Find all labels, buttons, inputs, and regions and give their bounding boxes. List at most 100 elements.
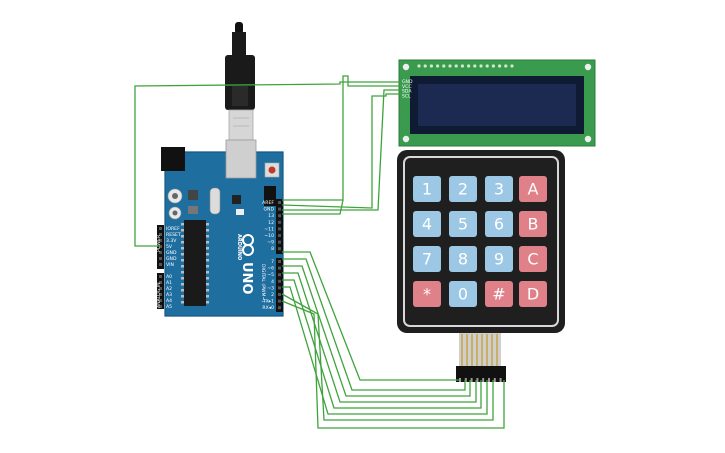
keypad-key-label: 4 <box>422 215 432 234</box>
wire-keypad-5 <box>282 279 482 409</box>
keypad-key-label: * <box>423 285 431 304</box>
keypad-key-label: 6 <box>494 215 504 234</box>
keypad-key-5[interactable]: 5 <box>449 211 477 237</box>
wire-keypad-1 <box>282 251 459 381</box>
wire-lcd-gnd <box>134 81 401 247</box>
keypad-key-3[interactable]: 3 <box>485 176 513 202</box>
pin-label: 5V <box>166 244 173 250</box>
pin-label: 7 <box>271 259 274 265</box>
pin-label: A2 <box>166 286 172 292</box>
wire-lcd-scl <box>281 93 401 209</box>
mount-hole <box>584 135 592 143</box>
wire-keypad-6 <box>282 286 488 415</box>
pin-label: A5 <box>166 304 172 310</box>
atmega-chip <box>184 220 206 306</box>
pin-label: ~9 <box>267 240 274 246</box>
keypad-key-9[interactable]: 9 <box>485 246 513 272</box>
keypad-key-2[interactable]: 2 <box>449 176 477 202</box>
pin-label: AREF <box>262 200 274 206</box>
keypad-key-#[interactable]: # <box>485 281 513 307</box>
wire-keypad-8 <box>281 300 505 429</box>
pin-label: A3 <box>166 292 172 298</box>
keypad-key-label: D <box>527 285 539 304</box>
arduino-logo-text: ARDUINO <box>236 234 242 260</box>
keypad-key-6[interactable]: 6 <box>485 211 513 237</box>
keypad-key-C[interactable]: C <box>519 246 547 272</box>
usb-jack <box>225 139 257 179</box>
mount-hole <box>402 135 410 143</box>
lcd-pin-label: GND <box>402 79 413 85</box>
keypad-connector <box>456 366 506 382</box>
wire-lcd-vcc <box>282 75 401 201</box>
keypad-key-label: 9 <box>494 250 504 269</box>
analog-header <box>157 273 164 309</box>
pin-label: GND <box>263 207 274 213</box>
power-jack <box>161 147 185 171</box>
wire-lcd-sda <box>282 89 401 211</box>
wire-keypad-7 <box>281 293 494 421</box>
wire-keypad-4 <box>282 272 477 403</box>
wire-keypad-2 <box>282 258 466 391</box>
keypad-key-label: 8 <box>458 250 468 269</box>
icsp-header <box>264 186 276 206</box>
wires <box>134 75 505 429</box>
keypad-key-A[interactable]: A <box>519 176 547 202</box>
keypad-key-label: C <box>527 250 538 269</box>
pin-label: 2 <box>271 292 274 298</box>
reset-button-cap <box>268 166 276 174</box>
wire-keypad-3 <box>282 265 471 397</box>
pin-label: ~11 <box>264 226 274 232</box>
pin-label: 13 <box>268 213 274 219</box>
keypad-key-label: 3 <box>494 180 504 199</box>
keypad-key-label: B <box>528 215 539 234</box>
keypad-key-D[interactable]: D <box>519 281 547 307</box>
keypad-key-0[interactable]: 0 <box>449 281 477 307</box>
keypad-key-B[interactable]: B <box>519 211 547 237</box>
pin-label: ~3 <box>267 285 274 291</box>
pin-label: RX◂0 <box>262 305 274 311</box>
lcd-pin-label: SDA <box>402 89 412 95</box>
pin-label: 12 <box>268 220 274 226</box>
pin-label: 8 <box>271 246 274 252</box>
pin-label: ~10 <box>264 233 274 239</box>
keypad-key-label: 7 <box>422 250 432 269</box>
pin-label: A4 <box>166 298 172 304</box>
wire-lcd-ground-return <box>282 199 344 215</box>
mount-hole <box>584 63 592 71</box>
keypad-key-label: A <box>528 180 539 199</box>
pin-label: 3.3V <box>166 238 177 244</box>
keypad-key-*[interactable]: * <box>413 281 441 307</box>
analog-label: ANALOG IN <box>156 282 162 308</box>
keypad-key-4[interactable]: 4 <box>413 211 441 237</box>
arduino-logo: ARDUINO UNO <box>236 234 254 295</box>
keypad-bezel <box>403 156 559 327</box>
keypad-key-label: 2 <box>458 180 468 199</box>
pin-label: ~5 <box>267 272 274 278</box>
pin-label: ~6 <box>267 266 274 272</box>
lcd-screen <box>418 84 576 126</box>
keypad-key-label: 5 <box>458 215 468 234</box>
digital-header-bottom <box>276 258 283 312</box>
pin-label: GND <box>166 256 177 262</box>
pin-label: A1 <box>166 280 172 286</box>
usb-chip <box>232 195 241 204</box>
digital-label: DIGITAL (PWM~) <box>260 264 266 302</box>
digital-header-top <box>276 199 283 254</box>
pin-label: RESET <box>166 232 181 238</box>
keypad-key-8[interactable]: 8 <box>449 246 477 272</box>
keypad-key-7[interactable]: 7 <box>413 246 441 272</box>
pin-label: 4 <box>271 279 274 285</box>
pin-label: TX▸1 <box>262 299 274 305</box>
keypad-key-1[interactable]: 1 <box>413 176 441 202</box>
keypad-key-label: # <box>492 285 505 304</box>
